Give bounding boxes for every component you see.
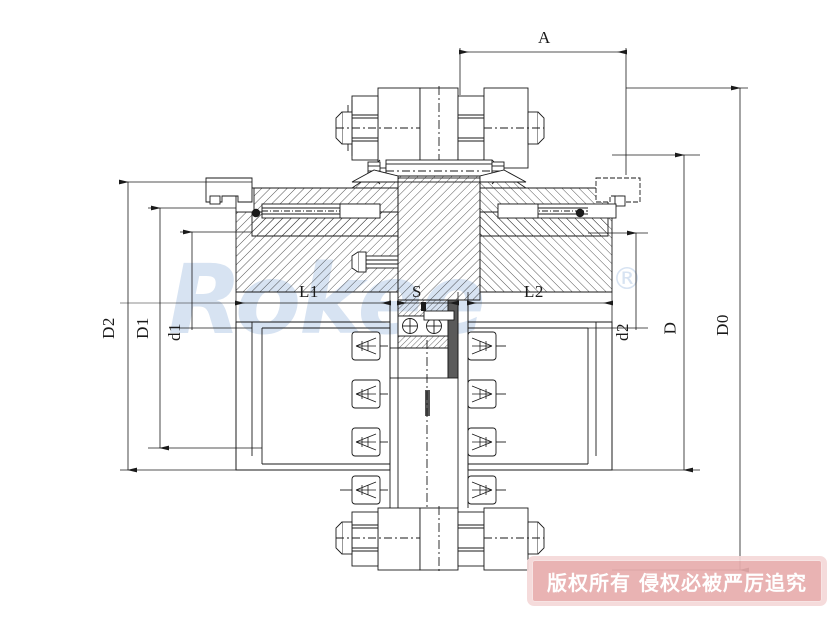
flange-bolt-right: [497, 203, 617, 219]
copyright-banner-inner: 版权所有 侵权必被严厉追究: [532, 560, 822, 602]
dimension-L2: [467, 292, 613, 322]
lower-half-outline: [235, 321, 613, 508]
grease-fitting-column-left: [340, 331, 388, 505]
dimension-label-L1: L1: [299, 282, 319, 301]
dimension-D2: [119, 179, 252, 473]
dimension-D: [612, 152, 700, 473]
upper-flange-body: [205, 169, 641, 301]
dimension-label-D2: D2: [98, 317, 118, 339]
grease-fitting-column-right: [467, 331, 506, 505]
bottom-bolt-assembly: [335, 506, 545, 572]
dimension-label-D: D: [660, 321, 680, 335]
dimension-label-A: A: [538, 28, 551, 47]
dimension-label-L2: L2: [524, 282, 544, 301]
dimension-A: [459, 48, 627, 175]
dimension-label-D1: D1: [132, 317, 152, 339]
dimension-D1: [148, 205, 262, 451]
dimension-label-D0: D0: [712, 314, 732, 336]
copyright-text: 版权所有 侵权必被严厉追究: [547, 570, 807, 595]
copyright-banner: 版权所有 侵权必被严厉追究: [527, 556, 827, 606]
dimension-L1: [235, 292, 391, 322]
radial-set-screw-left: [351, 251, 399, 273]
dimension-label-d1: d1: [165, 323, 184, 341]
flange-bolt-left: [251, 203, 381, 219]
dimension-label-S: S: [412, 282, 422, 301]
dimension-d1: [180, 229, 252, 330]
dimension-S: [397, 292, 459, 322]
watermark-registered-icon: ®: [612, 262, 642, 297]
top-bolt-assembly: [335, 86, 545, 172]
dimension-d2: [588, 230, 648, 330]
dimension-label-d2: d2: [613, 323, 632, 341]
